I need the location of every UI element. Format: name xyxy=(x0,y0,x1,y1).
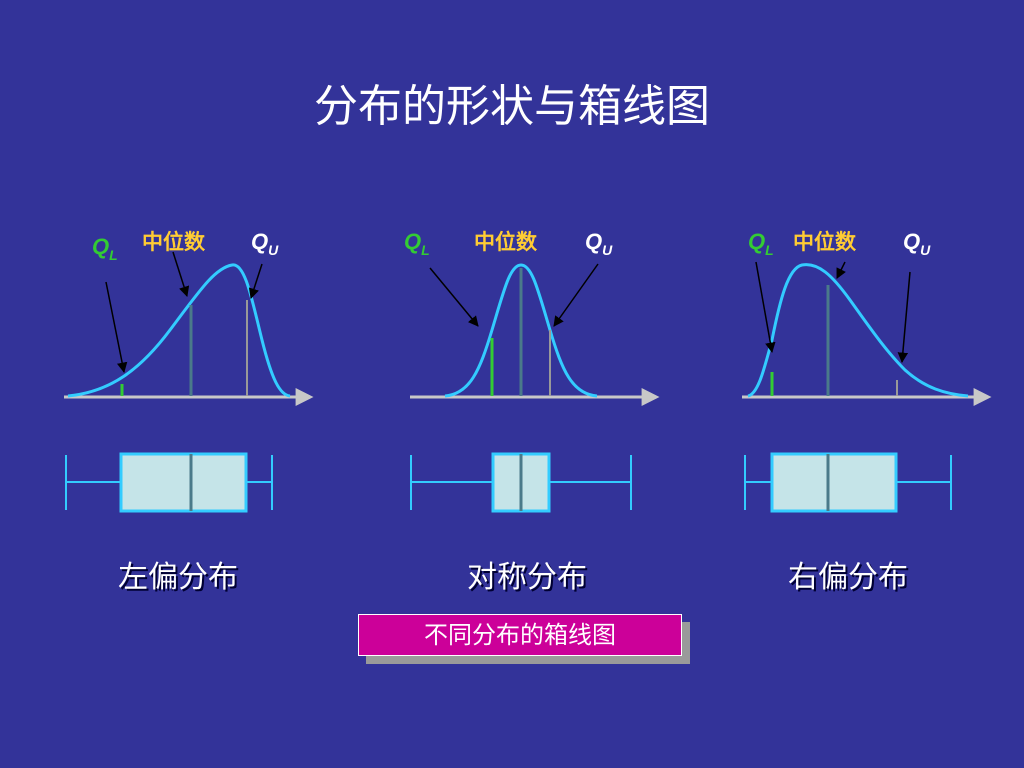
density-curve xyxy=(444,263,598,398)
boxplot xyxy=(65,452,273,513)
qu-arrow xyxy=(553,263,599,327)
qu-label: QU xyxy=(903,229,931,258)
box xyxy=(119,452,248,513)
median-label: 中位数 xyxy=(793,230,857,254)
median-label: 中位数 xyxy=(474,230,538,254)
ql-arrow xyxy=(755,261,776,354)
panel-symmetric: QL 中位数 QU xyxy=(404,229,660,513)
median-arrow xyxy=(172,251,190,298)
ql-label: QL xyxy=(92,234,118,263)
qu-label: QU xyxy=(251,229,279,258)
caption-right-skewed: 右偏分布 xyxy=(788,560,908,595)
density-curve xyxy=(747,263,969,398)
boxplot xyxy=(744,452,952,513)
ql-arrow xyxy=(105,281,128,374)
median-arrow xyxy=(836,261,846,279)
ql-label: QL xyxy=(404,229,430,258)
caption-symmetric: 对称分布 xyxy=(467,560,587,595)
qu-arrow xyxy=(248,263,263,299)
ql-arrow xyxy=(429,267,479,327)
footer-label: 不同分布的箱线图 xyxy=(358,614,682,656)
boxplot xyxy=(410,452,632,513)
slide-title: 分布的形状与箱线图 xyxy=(314,81,710,132)
panel-right-skewed: QL 中位数 QU xyxy=(742,229,992,513)
qu-arrow xyxy=(897,271,911,364)
box xyxy=(770,452,898,513)
panel-left-skewed: QL 中位数 QU xyxy=(64,229,314,513)
density-curve xyxy=(67,263,291,398)
median-label: 中位数 xyxy=(142,230,206,254)
qu-label: QU xyxy=(585,229,613,258)
ql-label: QL xyxy=(748,229,774,258)
caption-left-skewed: 左偏分布 xyxy=(118,560,238,595)
